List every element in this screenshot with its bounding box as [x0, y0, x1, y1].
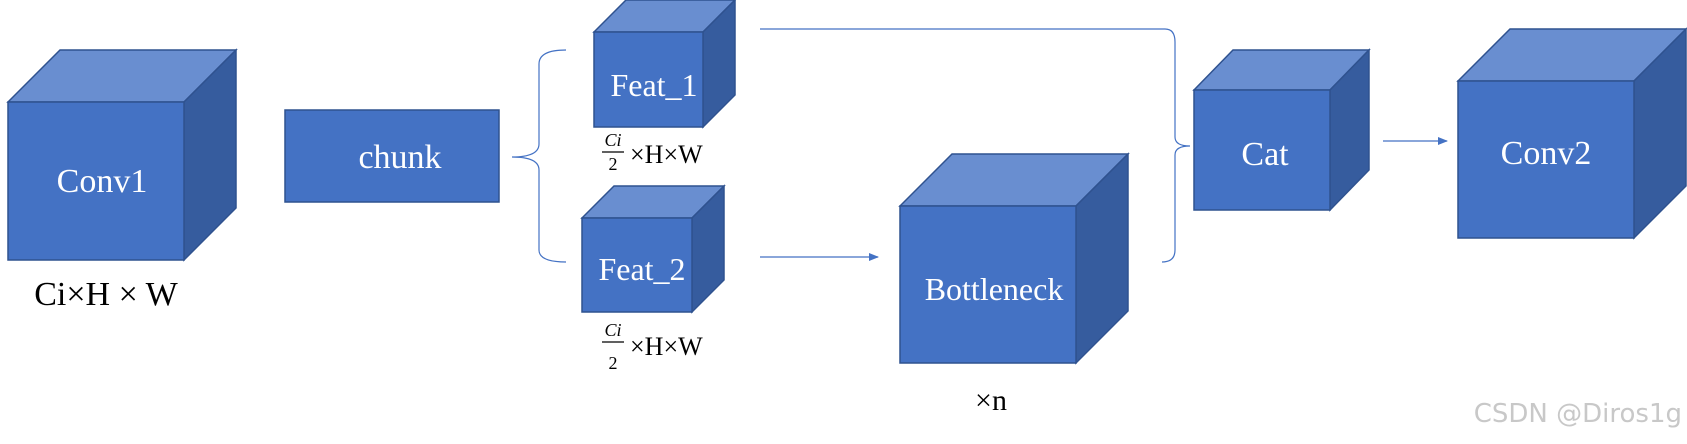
- chunk-label: chunk: [358, 139, 441, 176]
- feat1-shape-rest: ×H×W: [630, 140, 703, 169]
- conv1-block: Conv1: [6, 48, 238, 262]
- merge-brace: [1161, 28, 1191, 263]
- bottleneck-block: Bottleneck: [898, 152, 1130, 365]
- feat1-frac-den: 2: [609, 154, 618, 174]
- split-brace: [511, 49, 567, 263]
- feat2-label: Feat_2: [598, 251, 685, 287]
- bottleneck-repeat-label: ×n: [975, 384, 1007, 417]
- feat1-label: Feat_1: [610, 67, 697, 103]
- watermark: CSDN @Diros1g: [1474, 399, 1682, 429]
- feat1-shape-label: Ci 2 ×H×W: [602, 130, 703, 174]
- feat2-frac-den: 2: [609, 353, 618, 373]
- conv2-label: Conv2: [1501, 135, 1592, 172]
- conv1-label: Conv1: [57, 163, 148, 200]
- feat1-frac-num: Ci: [604, 130, 621, 150]
- bottleneck-label: Bottleneck: [925, 271, 1064, 307]
- feat1-block: Feat_1: [592, 0, 737, 129]
- cat-block: Cat: [1192, 48, 1371, 212]
- chunk-block: chunk: [284, 109, 500, 203]
- feat2-shape-label: Ci 2 ×H×W: [602, 320, 703, 373]
- conv1-shape-label: Ci×H × W: [34, 276, 178, 313]
- feat2-block: Feat_2: [580, 184, 726, 314]
- feat2-frac-num: Ci: [604, 320, 621, 340]
- conv2-block: Conv2: [1456, 27, 1687, 240]
- cat-label: Cat: [1241, 136, 1289, 173]
- feat2-shape-rest: ×H×W: [630, 332, 703, 361]
